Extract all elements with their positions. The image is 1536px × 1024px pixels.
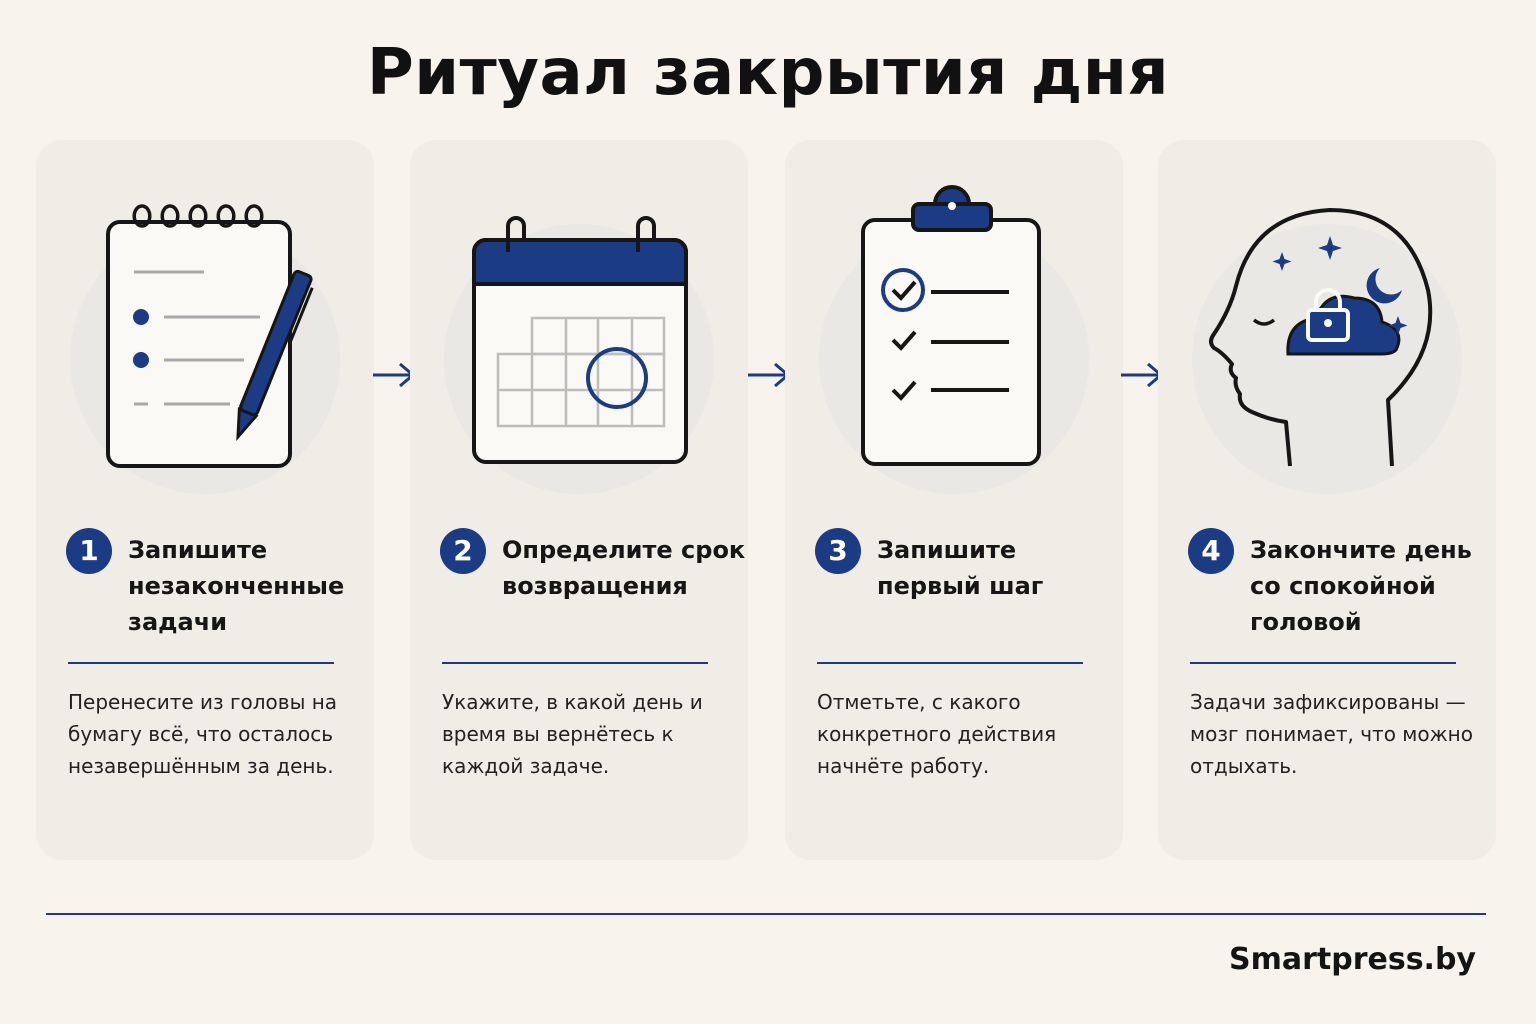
step-title: Закончите день со спокойной головой bbox=[1250, 536, 1472, 636]
divider bbox=[442, 662, 708, 664]
step-description: Перенесите из головы на бумагу всё, что … bbox=[68, 690, 338, 778]
clipboard-checklist-icon bbox=[861, 185, 1041, 466]
step-title: Запишите первый шаг bbox=[877, 536, 1044, 600]
calendar-icon bbox=[472, 216, 688, 464]
step-number-badge: 4 bbox=[1188, 528, 1234, 574]
divider bbox=[1190, 662, 1456, 664]
step-title: Запишите незаконченные задачи bbox=[128, 536, 345, 636]
divider bbox=[817, 662, 1083, 664]
step-card-4: 4 Закончите день со спокойной головой За… bbox=[1158, 140, 1496, 860]
step-number-badge: 3 bbox=[815, 528, 861, 574]
step-card-1: 1 Запишите незаконченные задачи Перенеси… bbox=[36, 140, 374, 860]
step-description: Отметьте, с какого конкретного действия … bbox=[817, 690, 1057, 778]
notepad-pen-icon bbox=[106, 204, 314, 468]
calm-head-icon bbox=[1209, 208, 1433, 467]
step-title: Определите срок возвращения bbox=[502, 536, 746, 600]
step-card-3: 3 Запишите первый шаг Отметьте, с какого… bbox=[785, 140, 1123, 860]
step-card-2: 2 Определите срок возвращения Укажите, в… bbox=[410, 140, 748, 860]
step-number-badge: 2 bbox=[440, 528, 486, 574]
divider bbox=[68, 662, 334, 664]
step-description: Задачи зафиксированы — мозг понимает, чт… bbox=[1190, 690, 1473, 778]
step-number-badge: 1 bbox=[66, 528, 112, 574]
footer-divider bbox=[46, 913, 1486, 915]
page-title: Ритуал закрытия дня bbox=[366, 36, 1170, 110]
step-description: Укажите, в какой день и время вы вернёте… bbox=[442, 690, 703, 778]
brand-logo-text: Smartpress.by bbox=[1228, 942, 1476, 977]
